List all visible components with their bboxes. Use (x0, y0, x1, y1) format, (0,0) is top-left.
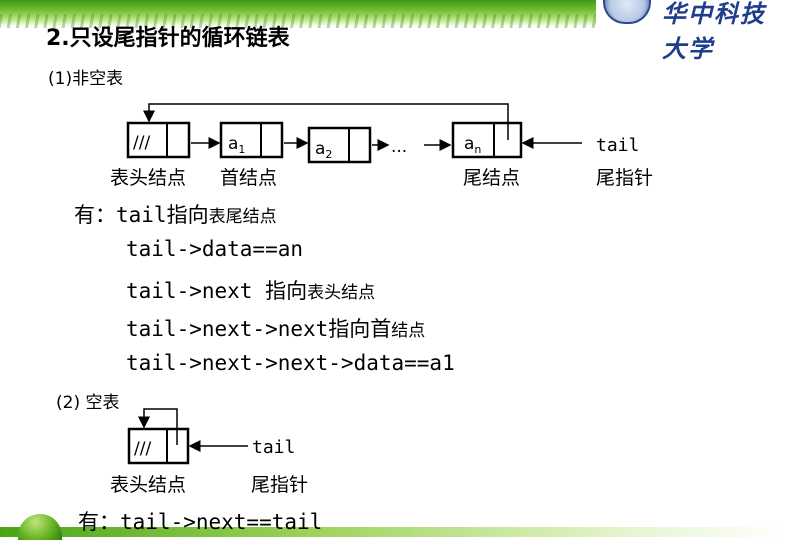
statement-1-code: 有：tail (74, 203, 167, 227)
head-node-data: /// (133, 133, 150, 153)
node-a2-sub: 2 (325, 148, 332, 161)
empty-label-head-node: 表头结点 (110, 474, 186, 496)
statement-5: tail->next->next->data==a1 (126, 351, 455, 375)
statement-5-code: tail->next->next->data==a1 (126, 351, 455, 375)
node-a2: a2 (307, 126, 372, 164)
empty-label-tail-pointer: 尾指针 (251, 474, 308, 496)
empty-tail-pointer-label: tail (252, 437, 295, 458)
statement-4: tail->next->next指向首结点 (126, 313, 425, 343)
node-a1: a1 (219, 121, 284, 159)
node-an-data: a (464, 134, 474, 154)
slide-title: 2.只设尾指针的循环链表 (46, 26, 290, 51)
node-a1-sub: 1 (238, 143, 245, 156)
statement-3: tail->next 指向表头结点 (126, 275, 375, 305)
tail-pointer-label: tail (596, 135, 639, 156)
section2-heading: (2) 空表 (56, 393, 120, 413)
node-a1-data: a (228, 134, 238, 154)
statement-2: tail->data==an (126, 237, 303, 261)
statement-1: 有：tail指向表尾结点 (74, 199, 277, 229)
empty-head-node-data: /// (134, 439, 151, 459)
statement-4-small: 结点 (391, 321, 426, 341)
statement-3-text: 指向 (265, 279, 308, 303)
section1-heading: (1)非空表 (48, 69, 124, 89)
head-node: /// (126, 121, 191, 159)
svg-text:an: an (464, 134, 481, 156)
statement-1-text: 指向 (166, 203, 209, 227)
node-a2-data: a (315, 139, 325, 159)
self-loop-arrow (138, 408, 178, 445)
footer-grass-decoration (0, 527, 787, 537)
university-name: 华中科技大学 (662, 0, 766, 63)
svg-text:a2: a2 (315, 139, 332, 161)
statement-4-text: 指向首 (328, 317, 392, 341)
ellipsis: ... (391, 137, 407, 157)
label-tail-pointer: 尾指针 (596, 167, 653, 189)
svg-text:a1: a1 (228, 134, 245, 156)
header-grass-spikes (0, 14, 600, 28)
node-an: an (451, 121, 523, 159)
statement-2-code: tail->data==an (126, 237, 304, 261)
node-an-sub: n (474, 143, 481, 156)
empty-list-diagram: /// tail 表头结点 尾指针 (110, 408, 308, 496)
statement-4-code: tail->next->next (126, 317, 329, 341)
empty-conclusion: 有：tail->next==tail (78, 510, 323, 534)
loop-back-arrow (143, 103, 509, 140)
statement-3-small: 表头结点 (307, 283, 376, 303)
label-first-node: 首结点 (220, 167, 277, 189)
label-tail-node: 尾结点 (463, 167, 520, 189)
statement-3-code: tail->next (126, 279, 266, 303)
statement-1-small: 表尾结点 (208, 207, 277, 227)
label-head-node: 表头结点 (110, 167, 186, 189)
